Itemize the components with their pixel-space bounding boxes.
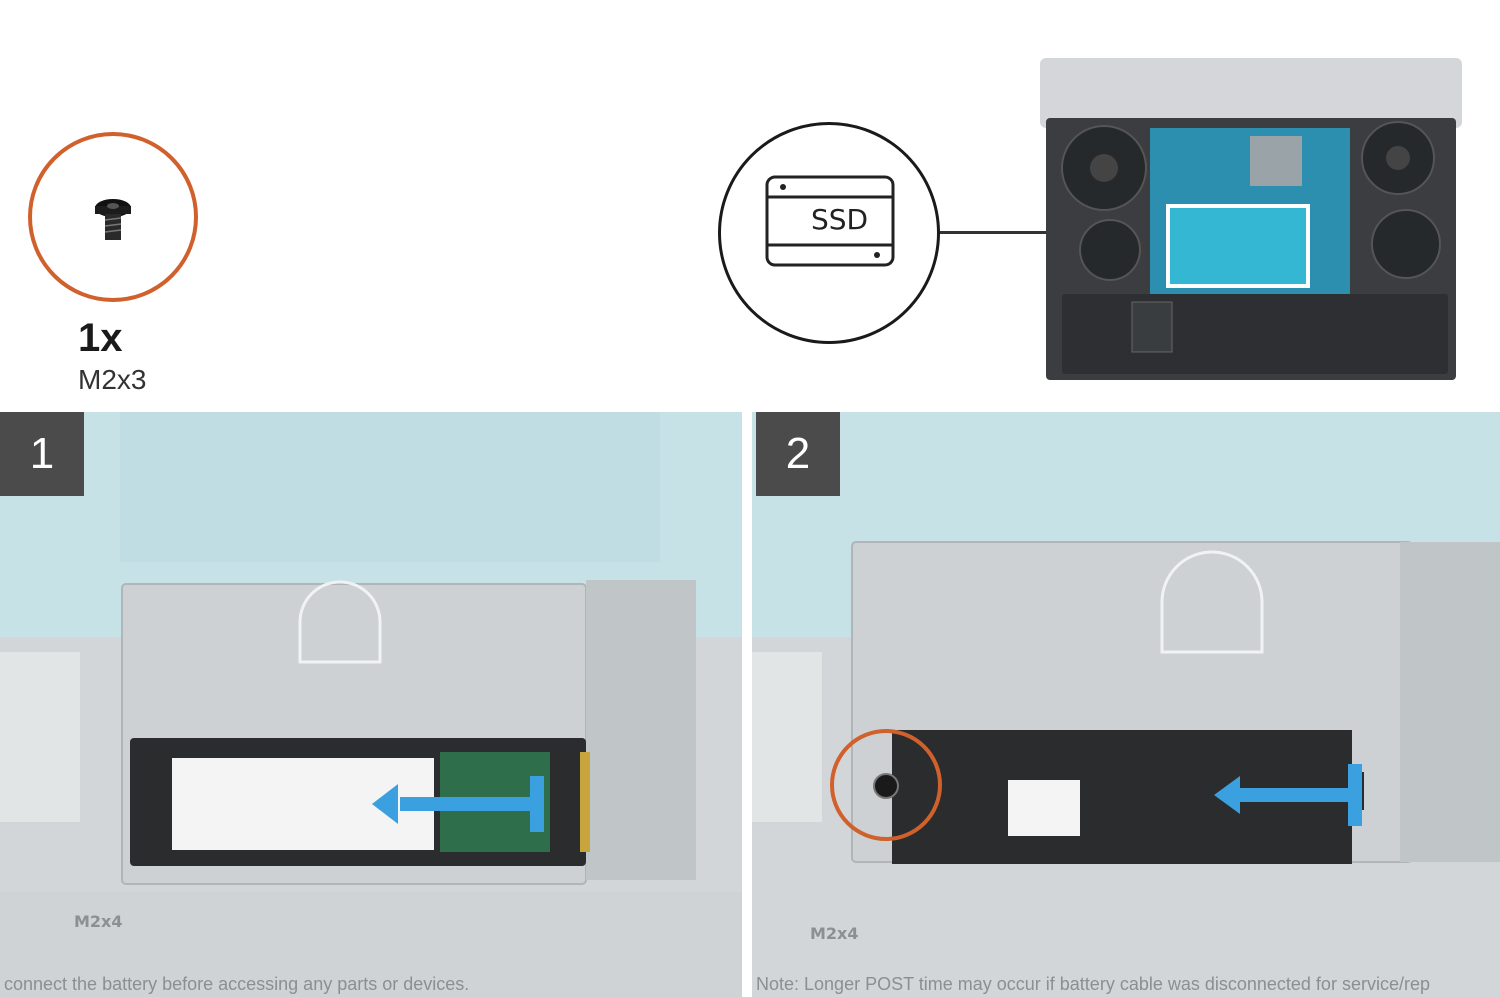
screw-size: M2x3 [78, 364, 147, 395]
step-2-badge: 2 [756, 412, 840, 496]
step-1-illustration [0, 412, 742, 997]
screw-position-ring [830, 729, 942, 841]
step-2-panel: 2 M2x4 Note: Longer POST time may occur … [752, 412, 1500, 997]
step-1-note: connect the battery before accessing any… [4, 974, 470, 994]
step-2-illustration [752, 412, 1500, 997]
step-1-badge: 1 [0, 412, 84, 496]
arrow-icon [372, 784, 398, 824]
ssd-callout: SSD [718, 122, 940, 344]
ssd-icon [765, 175, 895, 267]
step-2-screw-label: M2x4 [810, 924, 859, 943]
step-2-note: Note: Longer POST time may occur if batt… [756, 974, 1430, 994]
step-1-panel: 1 M2x4 connect the battery before access… [0, 412, 742, 997]
arrow-icon [1214, 776, 1240, 814]
laptop-overview [1040, 58, 1462, 380]
callout-leader-line [938, 231, 1054, 234]
screw-callout-ring [28, 132, 198, 302]
step-1-screw-label: M2x4 [74, 912, 123, 931]
ssd-label: SSD [805, 203, 875, 236]
screw-icon [95, 199, 131, 240]
screw-quantity: 1x [78, 316, 123, 360]
